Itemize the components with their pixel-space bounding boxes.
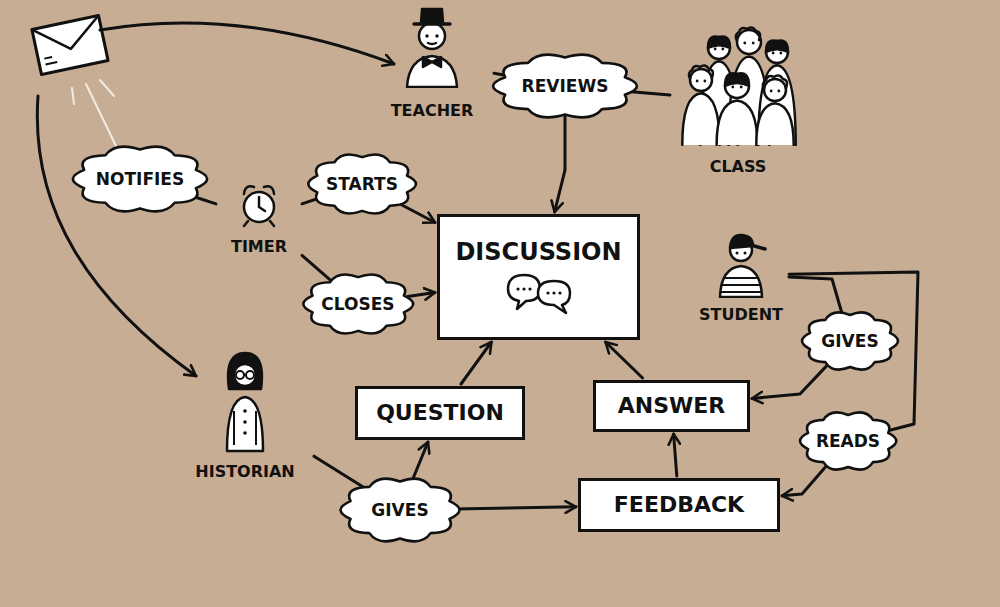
actor-label: TEACHER <box>391 102 474 120</box>
connector <box>302 255 330 279</box>
node-label: REVIEWS <box>522 77 609 96</box>
node-label: GIVES <box>371 501 428 520</box>
connector <box>606 342 643 378</box>
action-cloud: GIVES <box>338 476 462 544</box>
action-cloud: STARTS <box>306 152 418 216</box>
connector <box>494 73 502 75</box>
timer-figure-icon <box>237 180 281 228</box>
node-label: STARTS <box>326 175 398 194</box>
actor-figure: CLASS <box>672 26 804 176</box>
node-label: FEEDBACK <box>614 493 744 517</box>
connector <box>456 507 576 509</box>
connector <box>674 434 677 476</box>
node-label: DISCUSSION <box>455 239 621 265</box>
klass-figure-icon <box>675 26 801 146</box>
process-box: ANSWER <box>593 380 750 432</box>
connector <box>399 204 435 223</box>
teacher-figure-icon <box>401 4 463 88</box>
connector <box>789 272 918 430</box>
process-box: QUESTION <box>355 386 525 440</box>
connector <box>408 293 435 297</box>
node-label: NOTIFIES <box>96 170 184 189</box>
process-box: FEEDBACK <box>578 478 780 532</box>
historian-figure-icon <box>213 345 277 453</box>
connector <box>631 92 670 95</box>
process-box: DISCUSSION <box>437 214 640 340</box>
actor-label: CLASS <box>710 158 767 176</box>
actor-label: STUDENT <box>699 306 783 324</box>
action-cloud: NOTIFIES <box>70 144 210 214</box>
envelope-icon <box>32 15 108 74</box>
node-label: CLOSES <box>321 295 394 314</box>
connector <box>412 442 428 480</box>
connector <box>314 456 363 487</box>
connector <box>461 342 491 384</box>
actor-figure: TEACHER <box>372 4 492 120</box>
connector <box>752 365 827 398</box>
action-cloud: READS <box>798 410 898 472</box>
connector <box>782 466 827 496</box>
envelope-to-teacher-arrow <box>100 23 394 64</box>
envelope-to-historian-arrow <box>37 96 196 376</box>
node-label: GIVES <box>821 332 878 351</box>
action-cloud: CLOSES <box>301 272 415 336</box>
connector <box>555 117 565 212</box>
node-label: QUESTION <box>376 401 504 425</box>
connector <box>789 277 842 313</box>
actor-figure: STUDENT <box>695 226 787 324</box>
action-cloud: REVIEWS <box>490 52 640 120</box>
actor-label: HISTORIAN <box>195 463 294 481</box>
speech-bubbles-icon <box>504 271 574 315</box>
actor-figure: TIMER <box>218 180 300 256</box>
actor-label: TIMER <box>231 238 287 256</box>
actor-figure: HISTORIAN <box>178 345 312 481</box>
node-label: ANSWER <box>618 394 726 418</box>
notify-rays <box>72 80 116 146</box>
action-cloud: GIVES <box>800 310 900 372</box>
node-label: READS <box>816 432 880 451</box>
student-figure-icon <box>712 226 770 298</box>
